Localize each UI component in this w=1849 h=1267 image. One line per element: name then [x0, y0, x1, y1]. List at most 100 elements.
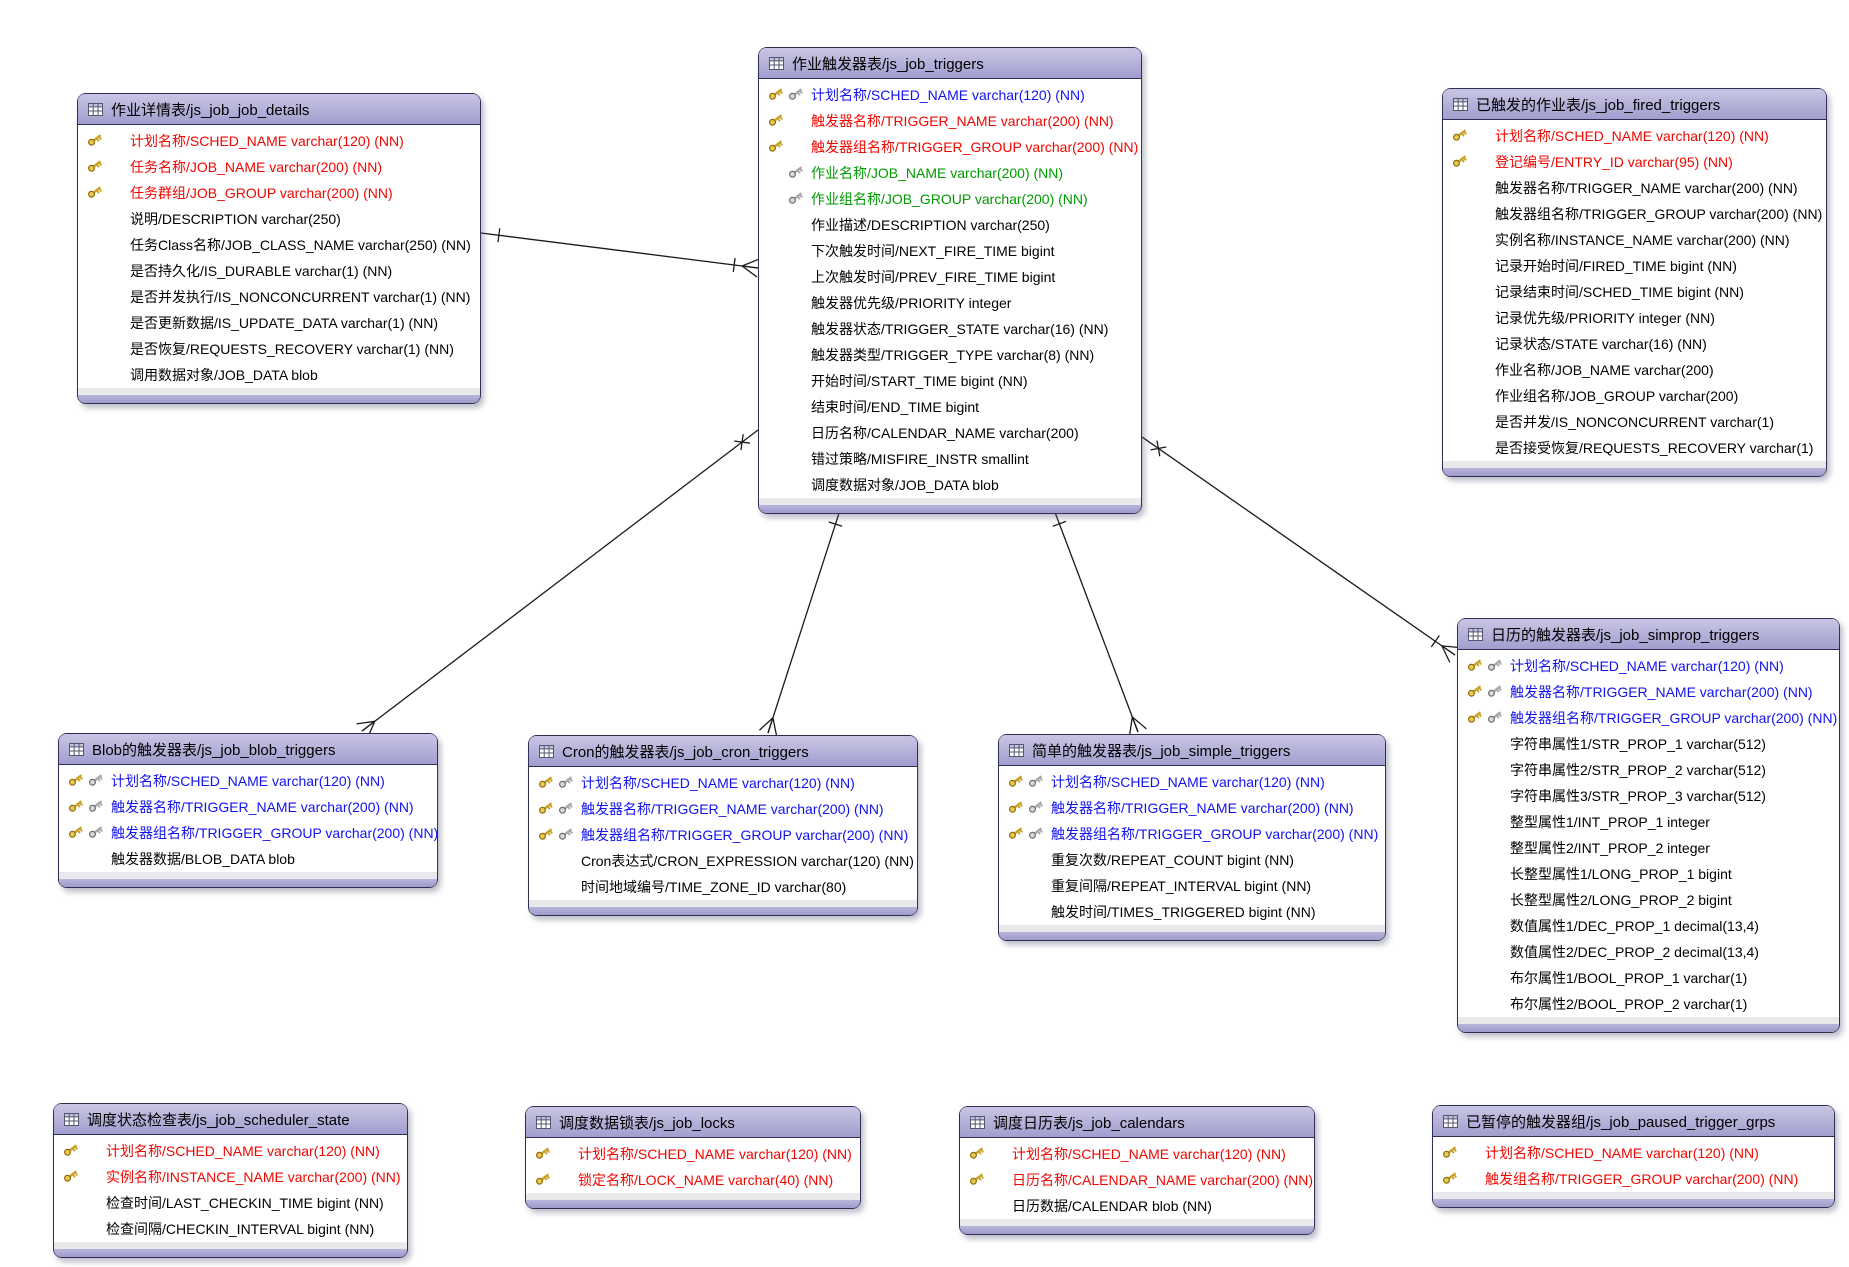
entity-table-js_job_calendars[interactable]: 调度日历表/js_job_calendars 计划名称/SCHED_NAME va… [959, 1106, 1315, 1235]
column-row[interactable]: 计划名称/SCHED_NAME varchar(120) (NN) [1458, 653, 1839, 679]
entity-table-js_job_simple_triggers[interactable]: 简单的触发器表/js_job_simple_triggers 计划名称/SCHED… [998, 734, 1386, 941]
entity-table-js_job_fired_triggers[interactable]: 已触发的作业表/js_job_fired_triggers 计划名称/SCHED_… [1442, 88, 1827, 477]
column-row[interactable]: 触发器组名称/TRIGGER_GROUP varchar(200) (NN) [59, 820, 438, 846]
table-header[interactable]: 调度状态检查表/js_job_scheduler_state [54, 1104, 407, 1135]
column-row[interactable]: 日历数据/CALENDAR blob (NN) [960, 1193, 1314, 1219]
column-row[interactable]: 触发器名称/TRIGGER_NAME varchar(200) (NN) [1458, 679, 1839, 705]
column-row[interactable]: 数值属性1/DEC_PROP_1 decimal(13,4) [1458, 913, 1839, 939]
entity-table-js_job_blob_triggers[interactable]: Blob的触发器表/js_job_blob_triggers 计划名称/SCHED… [58, 733, 438, 888]
column-row[interactable]: 实例名称/INSTANCE_NAME varchar(200) (NN) [54, 1164, 407, 1190]
entity-table-js_job_job_details[interactable]: 作业详情表/js_job_job_details 计划名称/SCHED_NAME … [77, 93, 481, 404]
column-row[interactable]: 是否恢复/REQUESTS_RECOVERY varchar(1) (NN) [78, 336, 480, 362]
column-row[interactable]: 触发器名称/TRIGGER_NAME varchar(200) (NN) [529, 796, 917, 822]
table-header[interactable]: 已暂停的触发器组/js_job_paused_trigger_grps [1433, 1106, 1834, 1137]
column-row[interactable]: 触发器名称/TRIGGER_NAME varchar(200) (NN) [759, 108, 1141, 134]
column-row[interactable]: 整型属性1/INT_PROP_1 integer [1458, 809, 1839, 835]
column-row[interactable]: 是否并发/IS_NONCONCURRENT varchar(1) [1443, 409, 1826, 435]
column-row[interactable]: 计划名称/SCHED_NAME varchar(120) (NN) [999, 769, 1385, 795]
table-header[interactable]: 简单的触发器表/js_job_simple_triggers [999, 735, 1385, 766]
column-row[interactable]: Cron表达式/CRON_EXPRESSION varchar(120) (NN… [529, 848, 917, 874]
column-row[interactable]: 触发器数据/BLOB_DATA blob [59, 846, 437, 872]
column-row[interactable]: 触发器名称/TRIGGER_NAME varchar(200) (NN) [1443, 175, 1826, 201]
column-row[interactable]: 长整型属性1/LONG_PROP_1 bigint [1458, 861, 1839, 887]
column-row[interactable]: 记录结束时间/SCHED_TIME bigint (NN) [1443, 279, 1826, 305]
column-row[interactable]: 触发器组名称/TRIGGER_GROUP varchar(200) (NN) [999, 821, 1385, 847]
column-row[interactable]: 上次触发时间/PREV_FIRE_TIME bigint [759, 264, 1141, 290]
table-header[interactable]: 作业详情表/js_job_job_details [78, 94, 480, 125]
column-row[interactable]: 触发时间/TIMES_TRIGGERED bigint (NN) [999, 899, 1385, 925]
table-header[interactable]: 日历的触发器表/js_job_simprop_triggers [1458, 619, 1839, 650]
column-row[interactable]: 检查时间/LAST_CHECKIN_TIME bigint (NN) [54, 1190, 407, 1216]
entity-table-js_job_simprop_triggers[interactable]: 日历的触发器表/js_job_simprop_triggers 计划名称/SCHE… [1457, 618, 1840, 1033]
column-row[interactable]: 整型属性2/INT_PROP_2 integer [1458, 835, 1839, 861]
column-row[interactable]: 作业名称/JOB_NAME varchar(200) [1443, 357, 1826, 383]
column-row[interactable]: 长整型属性2/LONG_PROP_2 bigint [1458, 887, 1839, 913]
entity-table-js_job_cron_triggers[interactable]: Cron的触发器表/js_job_cron_triggers 计划名称/SCHED… [528, 735, 918, 916]
column-row[interactable]: 是否持久化/IS_DURABLE varchar(1) (NN) [78, 258, 480, 284]
column-row[interactable]: 作业组名称/JOB_GROUP varchar(200) (NN) [759, 186, 1141, 212]
column-row[interactable]: 作业组名称/JOB_GROUP varchar(200) [1443, 383, 1826, 409]
column-row[interactable]: 字符串属性1/STR_PROP_1 varchar(512) [1458, 731, 1839, 757]
column-row[interactable]: 说明/DESCRIPTION varchar(250) [78, 206, 480, 232]
column-row[interactable]: 触发器组名称/TRIGGER_GROUP varchar(200) (NN) [1458, 705, 1839, 731]
column-row[interactable]: 计划名称/SCHED_NAME varchar(120) (NN) [759, 82, 1141, 108]
table-header[interactable]: 已触发的作业表/js_job_fired_triggers [1443, 89, 1826, 120]
column-row[interactable]: 触发器组名称/TRIGGER_GROUP varchar(200) (NN) [529, 822, 917, 848]
column-row[interactable]: 是否接受恢复/REQUESTS_RECOVERY varchar(1) [1443, 435, 1826, 461]
entity-table-js_job_locks[interactable]: 调度数据锁表/js_job_locks 计划名称/SCHED_NAME varch… [525, 1106, 861, 1209]
column-row[interactable]: 触发器组名称/TRIGGER_GROUP varchar(200) (NN) [1443, 201, 1826, 227]
column-row[interactable]: 日历名称/CALENDAR_NAME varchar(200) [759, 420, 1141, 446]
column-row[interactable]: 调用数据对象/JOB_DATA blob [78, 362, 480, 388]
column-row[interactable]: 锁定名称/LOCK_NAME varchar(40) (NN) [526, 1167, 860, 1193]
column-row[interactable]: 错过策略/MISFIRE_INSTR smallint [759, 446, 1141, 472]
column-row[interactable]: 字符串属性2/STR_PROP_2 varchar(512) [1458, 757, 1839, 783]
column-row[interactable]: 作业描述/DESCRIPTION varchar(250) [759, 212, 1141, 238]
column-row[interactable]: 记录开始时间/FIRED_TIME bigint (NN) [1443, 253, 1826, 279]
column-row[interactable]: 任务名称/JOB_NAME varchar(200) (NN) [78, 154, 480, 180]
entity-table-js_job_triggers[interactable]: 作业触发器表/js_job_triggers 计划名称/SCHED_NAME va… [758, 47, 1142, 514]
column-row[interactable]: 结束时间/END_TIME bigint [759, 394, 1141, 420]
column-row[interactable]: 触发器组名称/TRIGGER_GROUP varchar(200) (NN) [759, 134, 1141, 160]
column-row[interactable]: 重复间隔/REPEAT_INTERVAL bigint (NN) [999, 873, 1385, 899]
column-row[interactable]: 检查间隔/CHECKIN_INTERVAL bigint (NN) [54, 1216, 407, 1242]
column-row[interactable]: 计划名称/SCHED_NAME varchar(120) (NN) [1433, 1140, 1834, 1166]
column-row[interactable]: 触发组名称/TRIGGER_GROUP varchar(200) (NN) [1433, 1166, 1834, 1192]
column-row[interactable]: 重复次数/REPEAT_COUNT bigint (NN) [999, 847, 1385, 873]
column-row[interactable]: 字符串属性3/STR_PROP_3 varchar(512) [1458, 783, 1839, 809]
column-row[interactable]: 下次触发时间/NEXT_FIRE_TIME bigint [759, 238, 1141, 264]
column-row[interactable]: 记录状态/STATE varchar(16) (NN) [1443, 331, 1826, 357]
column-row[interactable]: 任务群组/JOB_GROUP varchar(200) (NN) [78, 180, 480, 206]
column-row[interactable]: 计划名称/SCHED_NAME varchar(120) (NN) [78, 128, 480, 154]
table-header[interactable]: Cron的触发器表/js_job_cron_triggers [529, 736, 917, 767]
column-row[interactable]: 布尔属性2/BOOL_PROP_2 varchar(1) [1458, 991, 1839, 1017]
column-row[interactable]: 布尔属性1/BOOL_PROP_1 varchar(1) [1458, 965, 1839, 991]
column-row[interactable]: 记录优先级/PRIORITY integer (NN) [1443, 305, 1826, 331]
column-row[interactable]: 触发器状态/TRIGGER_STATE varchar(16) (NN) [759, 316, 1141, 342]
table-header[interactable]: Blob的触发器表/js_job_blob_triggers [59, 734, 437, 765]
table-header[interactable]: 作业触发器表/js_job_triggers [759, 48, 1141, 79]
column-row[interactable]: 调度数据对象/JOB_DATA blob [759, 472, 1141, 498]
column-row[interactable]: 计划名称/SCHED_NAME varchar(120) (NN) [526, 1141, 860, 1167]
column-row[interactable]: 时间地域编号/TIME_ZONE_ID varchar(80) [529, 874, 917, 900]
column-row[interactable]: 计划名称/SCHED_NAME varchar(120) (NN) [529, 770, 917, 796]
column-row[interactable]: 触发器名称/TRIGGER_NAME varchar(200) (NN) [59, 794, 437, 820]
table-header[interactable]: 调度数据锁表/js_job_locks [526, 1107, 860, 1138]
column-row[interactable]: 任务Class名称/JOB_CLASS_NAME varchar(250) (N… [78, 232, 480, 258]
entity-table-js_job_scheduler_state[interactable]: 调度状态检查表/js_job_scheduler_state 计划名称/SCHED… [53, 1103, 408, 1258]
column-row[interactable]: 开始时间/START_TIME bigint (NN) [759, 368, 1141, 394]
column-row[interactable]: 数值属性2/DEC_PROP_2 decimal(13,4) [1458, 939, 1839, 965]
column-row[interactable]: 登记编号/ENTRY_ID varchar(95) (NN) [1443, 149, 1826, 175]
column-row[interactable]: 计划名称/SCHED_NAME varchar(120) (NN) [960, 1141, 1314, 1167]
column-row[interactable]: 计划名称/SCHED_NAME varchar(120) (NN) [59, 768, 437, 794]
column-row[interactable]: 触发器优先级/PRIORITY integer [759, 290, 1141, 316]
column-row[interactable]: 计划名称/SCHED_NAME varchar(120) (NN) [1443, 123, 1826, 149]
column-row[interactable]: 触发器类型/TRIGGER_TYPE varchar(8) (NN) [759, 342, 1141, 368]
column-row[interactable]: 作业名称/JOB_NAME varchar(200) (NN) [759, 160, 1141, 186]
column-row[interactable]: 日历名称/CALENDAR_NAME varchar(200) (NN) [960, 1167, 1314, 1193]
table-header[interactable]: 调度日历表/js_job_calendars [960, 1107, 1314, 1138]
column-row[interactable]: 是否并发执行/IS_NONCONCURRENT varchar(1) (NN) [78, 284, 480, 310]
entity-table-js_job_paused_trigger_grps[interactable]: 已暂停的触发器组/js_job_paused_trigger_grps 计划名称/… [1432, 1105, 1835, 1208]
column-row[interactable]: 实例名称/INSTANCE_NAME varchar(200) (NN) [1443, 227, 1826, 253]
column-row[interactable]: 触发器名称/TRIGGER_NAME varchar(200) (NN) [999, 795, 1385, 821]
column-row[interactable]: 计划名称/SCHED_NAME varchar(120) (NN) [54, 1138, 407, 1164]
